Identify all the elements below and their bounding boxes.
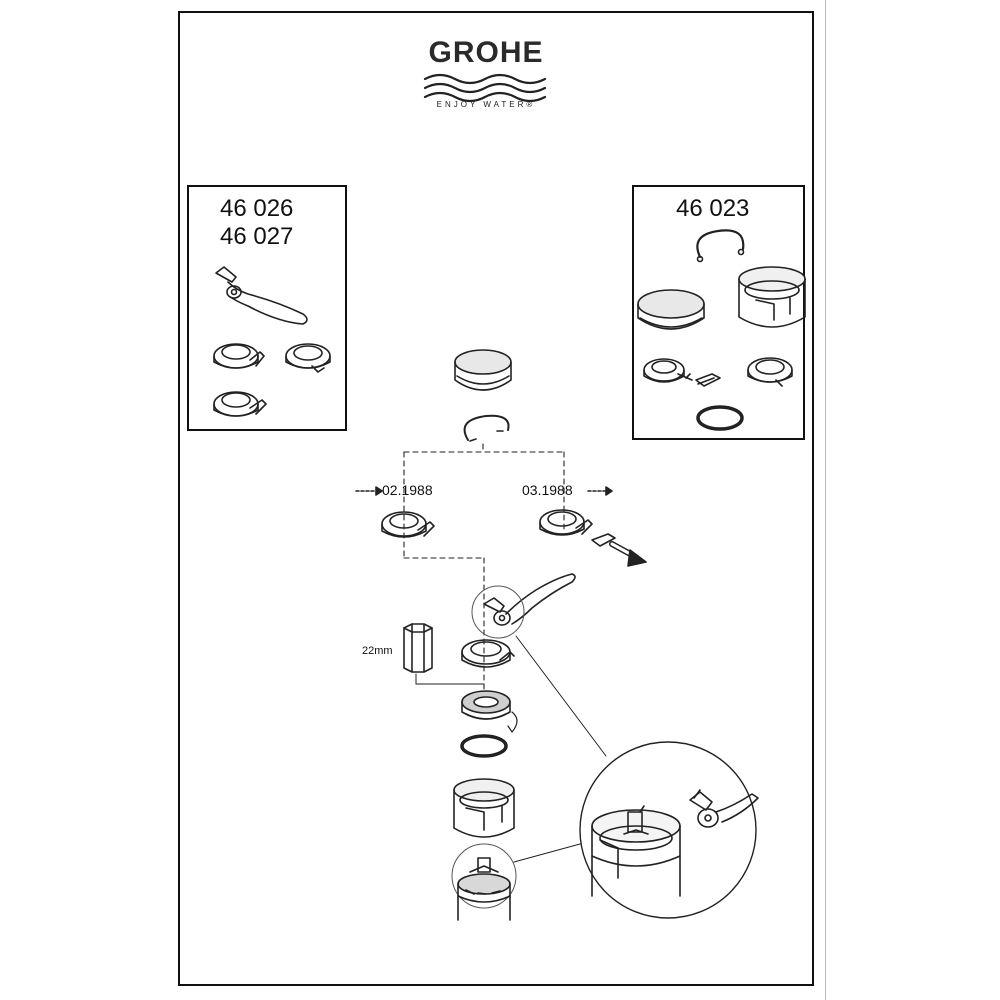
detail-leader-line: [513, 635, 607, 863]
insert-tab-icon: [695, 373, 721, 387]
sleeve-icon: [738, 266, 806, 328]
socket-22mm-icon: [403, 623, 485, 685]
clip-ring-icon: [285, 343, 331, 373]
spare-kit-box-left: [187, 185, 347, 431]
kit-part-number: 46 027: [220, 223, 294, 250]
sleeve-icon: [453, 778, 515, 838]
brand-tagline: ENJOY WATER®: [436, 100, 536, 109]
dashed-branch-line: [403, 443, 565, 691]
arrow-right-icon: [375, 486, 383, 496]
clip-ring-icon: [213, 343, 265, 369]
arrow-out-icon: [609, 541, 647, 567]
circlip-icon: [696, 229, 745, 263]
nut-icon: [461, 690, 518, 733]
clip-ring-icon: [643, 358, 693, 383]
clip-ring-icon: [539, 509, 593, 536]
cap-icon: [454, 349, 512, 391]
circlip-icon: [463, 414, 510, 442]
page-border: [178, 11, 814, 986]
clip-ring-icon: [747, 357, 793, 387]
kit-part-number: 46 023: [676, 195, 750, 222]
lever-handle-icon: [215, 266, 308, 325]
o-ring-icon: [696, 405, 744, 431]
o-ring-icon: [460, 734, 508, 758]
lever-handle-icon: [471, 573, 576, 639]
wrench-size-label: 22mm: [362, 645, 393, 657]
date-label-before: 02.1988: [382, 482, 433, 498]
scan-edge-line: [825, 0, 826, 1000]
logo-wave-icon: [423, 73, 547, 103]
clip-ring-icon: [461, 639, 515, 668]
cap-icon: [637, 289, 705, 330]
brand-name: GROHE: [428, 36, 544, 69]
arrow-right-icon: [605, 486, 613, 496]
detail-view-icon: [579, 741, 759, 919]
kit-part-number: 46 026: [220, 195, 294, 222]
cartridge-icon: [451, 843, 517, 921]
insert-tab-icon: [591, 533, 616, 547]
clip-ring-icon: [381, 511, 435, 538]
grohe-logo: GROHE ENJOY WATER®: [400, 36, 572, 109]
date-label-after: 03.1988: [522, 482, 573, 498]
clip-ring-icon: [213, 391, 267, 417]
